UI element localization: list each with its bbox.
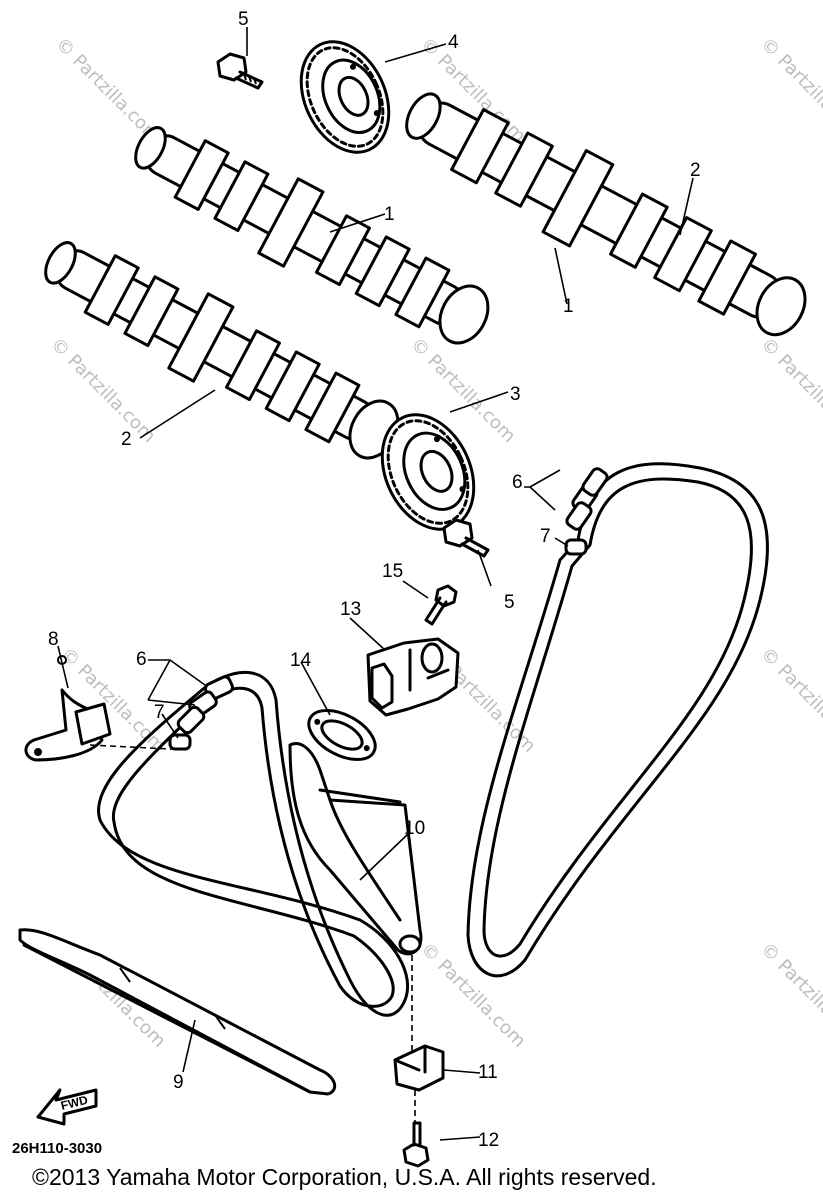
stopper-11 — [393, 1044, 445, 1092]
callout-11: 11 — [478, 1062, 498, 1083]
callout-2b: 2 — [690, 160, 701, 181]
cam-chain-left — [97, 671, 410, 1017]
copyright-notice: ©2013 Yamaha Motor Corporation, U.S.A. A… — [32, 1164, 657, 1190]
callout-1b: 1 — [563, 296, 574, 317]
callout-6a: 6 — [136, 649, 147, 670]
callout-6b: 6 — [512, 472, 523, 493]
bolt-15 — [424, 584, 458, 626]
chain-guide-10 — [288, 742, 423, 956]
bolt-5-lower — [442, 518, 490, 558]
bracket-8 — [24, 655, 112, 762]
callout-3: 3 — [510, 384, 521, 405]
bolt-5-upper — [216, 52, 264, 90]
alignment-lines — [89, 744, 416, 1122]
chain-joint-7-left — [168, 733, 192, 751]
callout-5b: 5 — [504, 592, 515, 613]
callout-7a: 7 — [154, 702, 165, 723]
camshaft-right — [405, 92, 807, 337]
camshaft-lower-left — [44, 241, 400, 460]
callout-12: 12 — [478, 1130, 499, 1151]
camshaft-upper-left — [134, 126, 490, 345]
watermark: © Partzilla.com — [756, 334, 823, 447]
watermarks: © Partzilla.com © Partzilla.com © Partzi… — [46, 34, 823, 1052]
callout-15: 15 — [382, 561, 403, 582]
callout-14: 14 — [290, 650, 312, 671]
watermark: © Partzilla.com — [756, 644, 823, 757]
watermark: © Partzilla.com — [51, 34, 164, 147]
sprocket-3 — [380, 413, 476, 531]
part-code: 26H110-3030 — [12, 1140, 102, 1157]
chain-joint-7-right — [564, 538, 588, 556]
cam-chain-right — [466, 462, 769, 978]
callout-5a: 5 — [238, 9, 249, 30]
leader-lines — [57, 27, 694, 1141]
watermark: © Partzilla.com — [756, 939, 823, 1052]
forward-arrow-icon: FWD — [36, 1088, 98, 1126]
callout-2a: 2 — [121, 429, 132, 450]
callout-1a: 1 — [384, 204, 395, 225]
bolt-12 — [402, 1121, 430, 1168]
watermark: © Partzilla.com — [756, 34, 823, 147]
sprocket-4 — [299, 40, 391, 154]
fwd-label: FWD — [59, 1093, 89, 1113]
callout-10: 10 — [404, 818, 425, 839]
gasket-14 — [307, 709, 377, 761]
tensioner-13 — [366, 637, 460, 717]
callout-4: 4 — [448, 32, 459, 53]
callouts: 5 4 2 1 1 3 2 6 7 15 5 13 8 6 14 7 10 9 … — [48, 9, 701, 1151]
callout-7b: 7 — [540, 526, 551, 547]
callout-8: 8 — [48, 629, 59, 650]
callout-13: 13 — [340, 599, 361, 620]
callout-9: 9 — [173, 1072, 184, 1093]
watermark: © Partzilla.com — [46, 334, 159, 447]
chain-guide-9 — [18, 928, 337, 1096]
